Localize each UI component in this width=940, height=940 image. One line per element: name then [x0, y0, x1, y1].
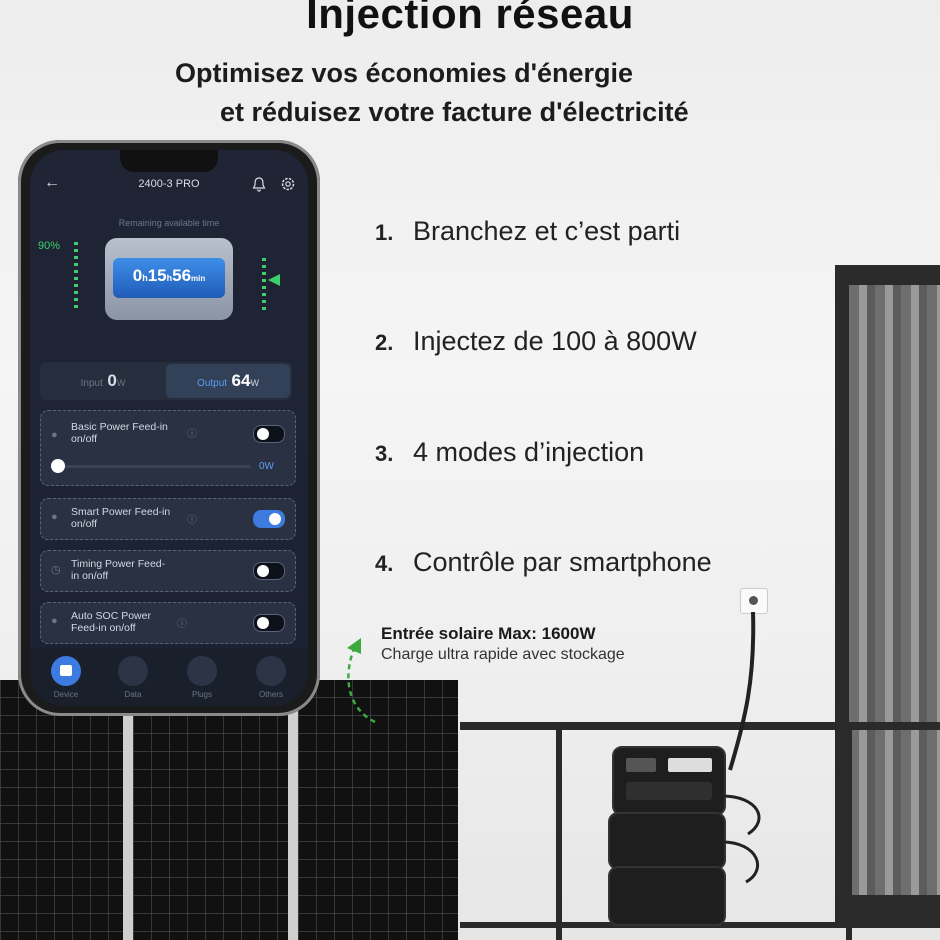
page-title: Injection réseau: [306, 0, 634, 37]
step-number: 1.: [375, 220, 394, 245]
input-label: Input: [80, 378, 103, 389]
power-station: [612, 746, 726, 816]
solar-panel: [0, 680, 125, 940]
smart-icon: ●: [51, 511, 58, 523]
slider-handle[interactable]: [51, 459, 65, 473]
nav-label-plugs[interactable]: Plugs: [191, 690, 212, 699]
info-icon[interactable]: ⓘ: [187, 515, 197, 526]
data-icon[interactable]: [118, 656, 148, 686]
plug-icon: ●: [51, 429, 58, 441]
output-value: 64: [231, 371, 251, 390]
output-label: Output: [197, 378, 228, 389]
step-text: 4 modes d’injection: [413, 437, 645, 467]
battery-percent: 90%: [38, 240, 61, 252]
info-icon[interactable]: ⓘ: [187, 429, 197, 440]
gear-icon[interactable]: [280, 176, 296, 192]
power-cable: [728, 611, 756, 771]
info-icon[interactable]: ⓘ: [177, 619, 187, 630]
step-text: Contrôle par smartphone: [413, 547, 712, 577]
output-unit: W: [250, 378, 259, 388]
time-seconds-unit: min: [191, 274, 206, 283]
app-screen: ← 2400-3 PRO Remaining available time 90…: [30, 150, 308, 706]
step-text: Branchez et c’est parti: [413, 216, 681, 246]
pointer-icon: [268, 274, 280, 286]
basic-feed-in-toggle[interactable]: [253, 425, 285, 443]
step-number: 3.: [375, 441, 394, 466]
subtitle-line-1: Optimisez vos économies d'énergie: [175, 58, 634, 88]
time-minutes-unit: h: [166, 273, 173, 283]
step-4: 4. Contrôle par smartphone: [375, 547, 712, 578]
subtitle-line-2: et réduisez votre facture d'électricité: [220, 97, 689, 127]
io-panel: Input 0W Output 64W: [40, 362, 292, 400]
slider-value: 0W: [259, 461, 274, 472]
timing-feed-in-card: ◷ Timing Power Feed-in on/off: [40, 550, 296, 592]
temperature-gauge: [262, 258, 266, 312]
solar-input-subtitle: Charge ultra rapide avec stockage: [381, 646, 625, 663]
remaining-time-label: Remaining available time: [118, 218, 220, 228]
plug-icon[interactable]: [187, 656, 217, 686]
window: [835, 265, 940, 925]
input-unit: W: [116, 378, 126, 388]
device-icon[interactable]: [51, 656, 81, 686]
timing-feed-in-toggle[interactable]: [253, 562, 285, 580]
nav-label-others[interactable]: Others: [258, 690, 283, 699]
phone-notch: [120, 150, 218, 172]
mode-label: Timing Power Feed-in on/off: [71, 558, 166, 582]
input-tab[interactable]: Input 0W: [40, 362, 166, 400]
solar-input-title: Entrée solaire Max: 1600W: [381, 624, 596, 643]
bell-icon[interactable]: [252, 176, 266, 192]
solar-panel: [298, 680, 458, 940]
panel-bracket: [123, 710, 133, 940]
balcony-railing: [460, 722, 940, 730]
step-text: Injectez de 100 à 800W: [413, 326, 697, 356]
nav-label-data[interactable]: Data: [124, 690, 142, 699]
extra-battery: [608, 812, 726, 870]
railing-post: [556, 722, 562, 940]
time-hours: 0: [132, 266, 143, 285]
device-name: 2400-3 PRO: [138, 178, 200, 190]
auto-soc-feed-in-toggle[interactable]: [253, 614, 285, 632]
railing-post: [846, 722, 852, 940]
nav-label-device[interactable]: Device: [53, 690, 79, 699]
battery-icon: ●: [51, 615, 58, 627]
solar-panel: [133, 680, 288, 940]
smartphone: ← 2400-3 PRO Remaining available time 90…: [18, 140, 320, 716]
bottom-nav: Device Data Plugs Others: [30, 648, 308, 706]
battery-level-gauge: [74, 242, 78, 312]
back-arrow-icon[interactable]: ←: [44, 174, 60, 191]
step-1: 1. Branchez et c’est parti: [375, 216, 680, 247]
step-2: 2. Injectez de 100 à 800W: [375, 326, 697, 357]
step-3: 3. 4 modes d’injection: [375, 437, 644, 468]
smart-feed-in-toggle[interactable]: [253, 510, 285, 528]
step-number: 4.: [375, 551, 394, 576]
time-minutes: 15: [147, 266, 167, 285]
time-hours-unit: h: [142, 273, 148, 283]
clock-icon: ◷: [51, 564, 61, 576]
settings-sliders-icon[interactable]: [256, 656, 286, 686]
dashed-arrow-icon: [347, 638, 376, 724]
device-image: 0h15h56min: [105, 238, 233, 320]
time-seconds: 56: [172, 266, 192, 285]
extra-battery: [608, 866, 726, 926]
panel-bracket: [288, 710, 298, 940]
step-number: 2.: [375, 330, 394, 355]
input-value: 0: [107, 371, 117, 390]
power-slider[interactable]: [55, 465, 251, 468]
output-tab[interactable]: Output 64W: [166, 364, 290, 398]
battery-cable: [721, 794, 761, 884]
